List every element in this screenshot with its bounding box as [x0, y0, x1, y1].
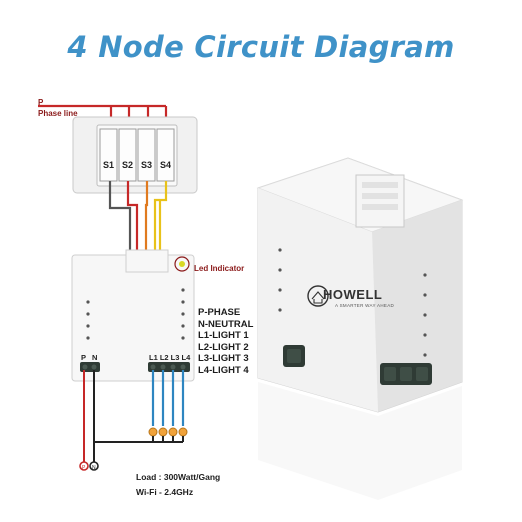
bulb-l2	[158, 427, 168, 437]
legend-item: L1-LIGHT 1	[198, 330, 249, 341]
legend-item: P-PHASE	[198, 307, 241, 318]
wifi-spec: Wi-Fi - 2.4GHz	[136, 487, 194, 497]
bulb-l3	[168, 427, 178, 437]
switch-s1	[99, 128, 118, 182]
load-spec: Load : 300Watt/Gang	[136, 472, 221, 482]
svg-text:P: P	[82, 465, 86, 471]
phase-line-label: P Phase line	[38, 97, 78, 119]
terminal-n-label: N	[92, 353, 98, 362]
light-wires	[151, 370, 185, 426]
switch-s4	[156, 128, 175, 182]
supply-wires: P N	[79, 370, 99, 471]
legend-item: N-NEUTRAL	[198, 318, 254, 330]
led-indicator-label: Led Indicator	[194, 264, 245, 273]
switch-s2	[118, 128, 137, 182]
switch-label-s2: S2	[122, 160, 134, 170]
phase-line-text: Phase line	[38, 109, 78, 118]
bulb-l4	[178, 427, 188, 437]
switch-label-s4: S4	[160, 160, 172, 170]
switch-plate	[72, 116, 198, 194]
bulb-l1	[148, 427, 158, 437]
switch-label-s3: S3	[141, 160, 153, 170]
switch-label-s1: S1	[103, 160, 115, 170]
neutral-return	[94, 436, 184, 443]
light-bulbs	[148, 427, 188, 437]
legend-item: L2-LIGHT 2	[198, 341, 249, 353]
product-device	[256, 157, 464, 413]
led-indicator	[174, 256, 190, 272]
howell-logo-icon	[307, 285, 329, 307]
terminal-p-label: P	[81, 353, 87, 362]
legend-item: L4-LIGHT 4	[198, 364, 249, 376]
specs: Load : 300Watt/Gang Wi-Fi - 2.4GHz	[136, 470, 220, 500]
diagram-title: 4 Node Circuit Diagram	[67, 30, 455, 64]
phase-line-p: P	[38, 98, 44, 107]
terminal-legend: P-PHASE N-NEUTRAL L1-LIGHT 1 L2-LIGHT 2 …	[198, 307, 253, 376]
controller-module	[71, 249, 195, 382]
product-brand: HOWELL	[323, 287, 383, 302]
terminal-lights-label: L1 L2 L3 L4	[149, 353, 191, 362]
product-tagline: A SMARTER WAY AHEAD	[335, 303, 395, 308]
svg-text:N: N	[92, 465, 96, 471]
legend-item: L3-LIGHT 3	[198, 353, 249, 364]
switch-s3	[137, 128, 156, 182]
device-reflection	[258, 382, 462, 500]
